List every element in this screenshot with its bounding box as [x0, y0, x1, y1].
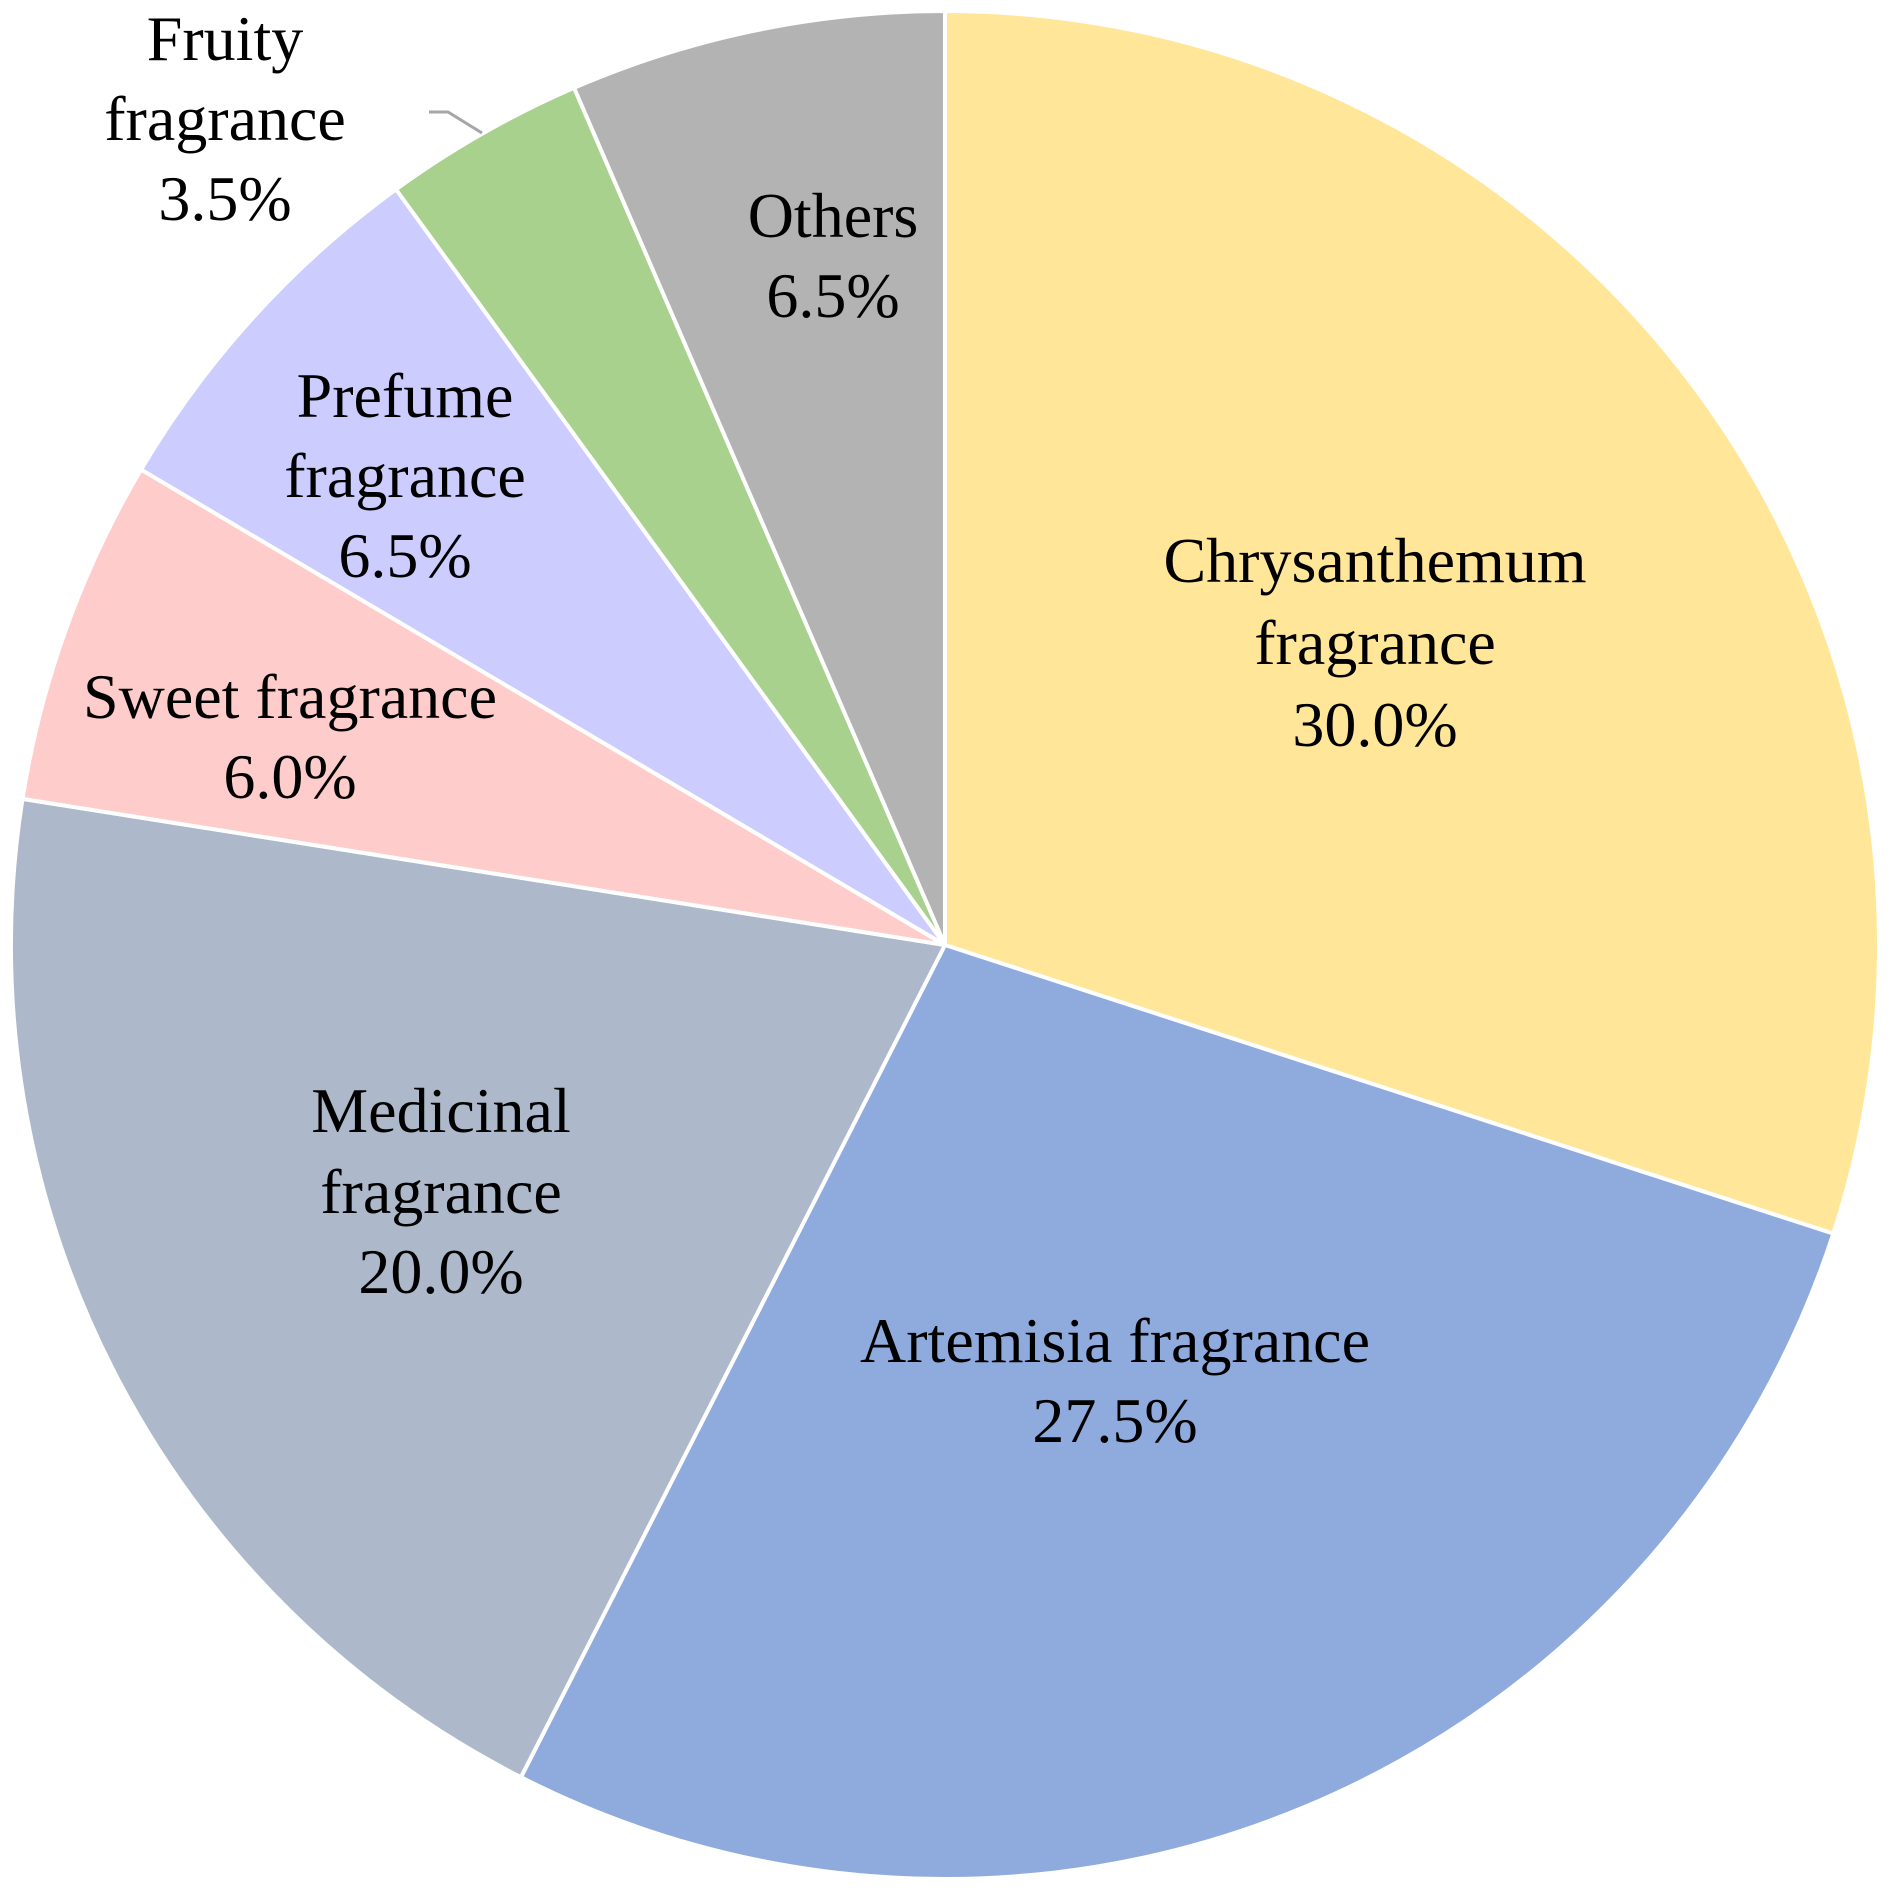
slice-prefume-fragrance [139, 187, 947, 947]
slice-medicinal-fragrance [9, 796, 947, 1780]
slice-sweet-fragrance [20, 467, 947, 947]
slice-artemisia-fragrance [518, 943, 1836, 1881]
slice-others [572, 9, 947, 947]
leader-line [429, 110, 483, 135]
slice-fruity-fragrance [394, 85, 947, 947]
slice-chrysanthemum-fragrance [943, 9, 1881, 1236]
fruity-leader-line [429, 110, 483, 135]
pie-slices [9, 9, 1881, 1881]
